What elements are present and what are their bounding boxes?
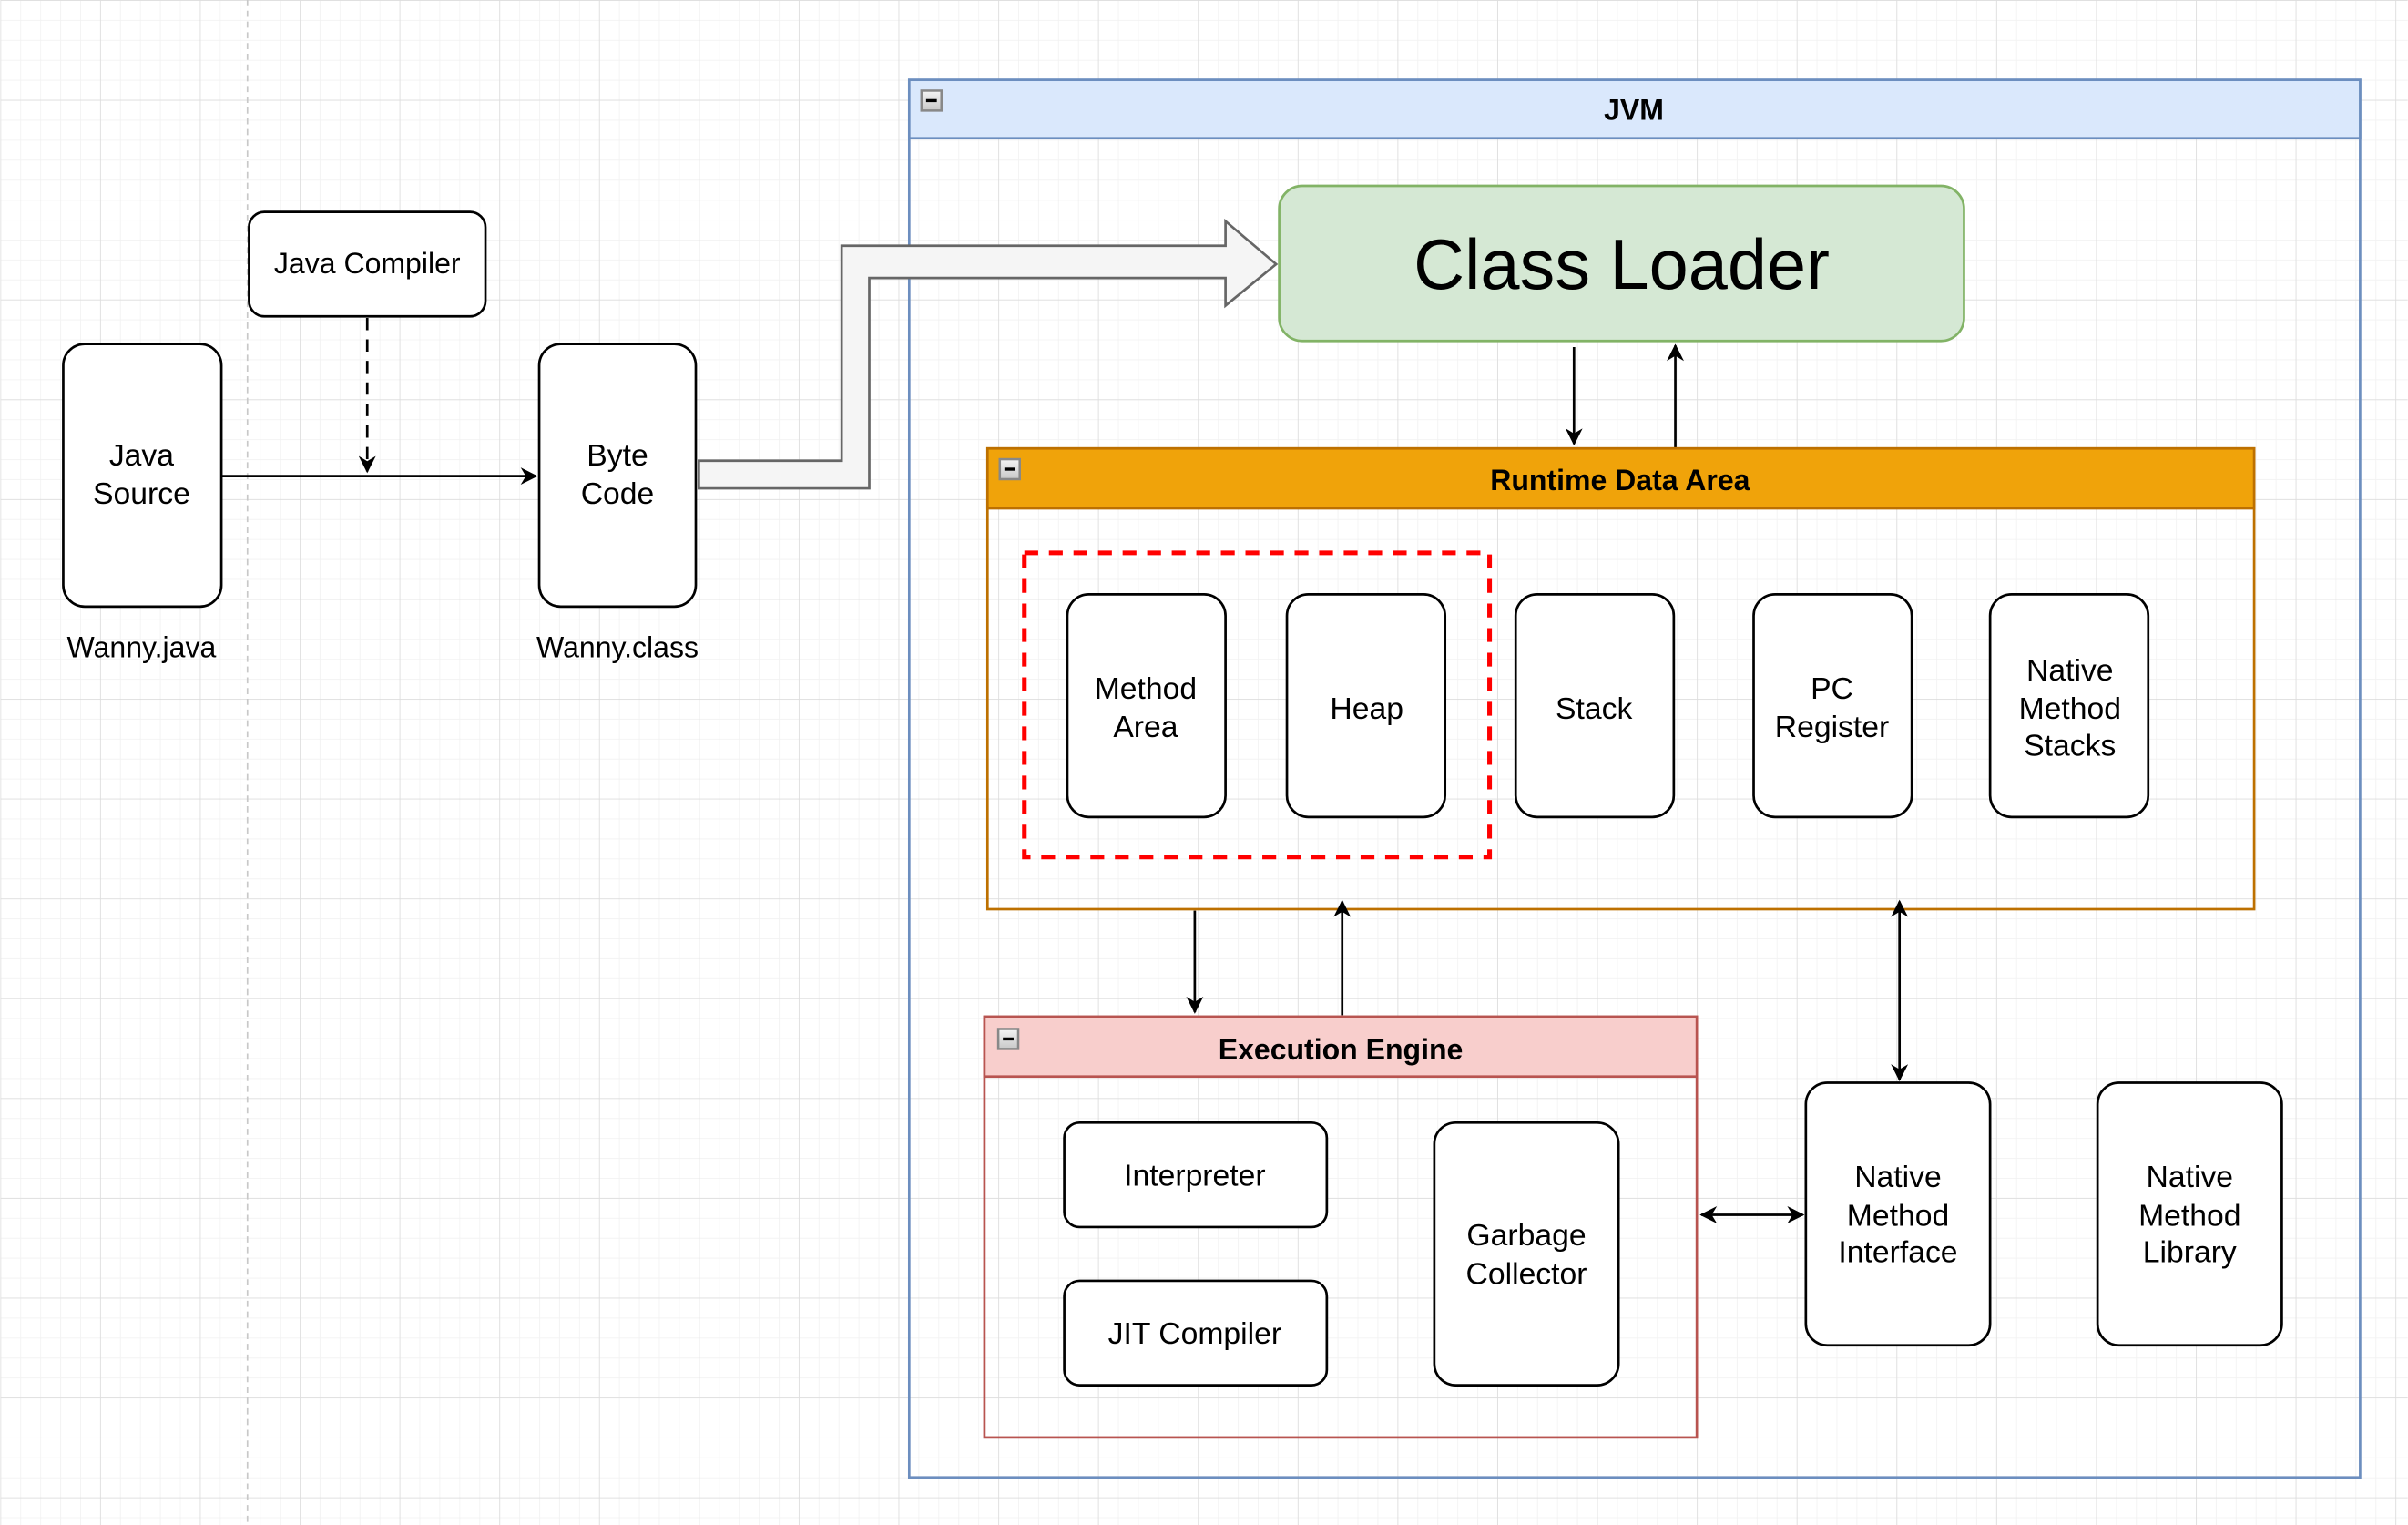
method-area-label-2: Area	[1113, 710, 1178, 744]
native-method-library-label-1: Native	[2147, 1160, 2234, 1194]
execution-engine-container[interactable]: Execution Engine	[983, 1015, 1699, 1439]
runtime-data-area-header	[985, 446, 2256, 510]
native-method-stacks-label-2: Method	[2019, 691, 2121, 726]
native-method-interface-label-2: Method	[1847, 1198, 1949, 1233]
stack-node[interactable]: Stack	[1514, 593, 1676, 819]
native-method-interface-node[interactable]: Native Method Interface	[1804, 1081, 1992, 1347]
byte-code-node[interactable]: Byte Code	[537, 343, 698, 609]
byte-code-caption: Wanny.class	[536, 631, 699, 664]
jit-compiler-node[interactable]: JIT Compiler	[1063, 1279, 1329, 1387]
jit-compiler-label: JIT Compiler	[1108, 1316, 1281, 1351]
garbage-collector-label-2: Collector	[1466, 1256, 1587, 1291]
native-method-library-label-3: Library	[2143, 1235, 2237, 1270]
jvm-collapse-icon[interactable]	[920, 89, 943, 112]
method-area-label-1: Method	[1095, 671, 1197, 706]
garbage-collector-node[interactable]: Garbage Collector	[1433, 1121, 1620, 1387]
java-source-caption: Wanny.java	[67, 631, 217, 664]
heap-label: Heap	[1330, 691, 1403, 726]
runtime-collapse-icon[interactable]	[998, 457, 1021, 481]
java-source-label-1: Java	[109, 438, 174, 473]
java-compiler-node[interactable]: Java Compiler	[248, 210, 487, 318]
native-method-stacks-node[interactable]: Native Method Stacks	[1988, 593, 2150, 819]
java-compiler-label: Java Compiler	[274, 247, 461, 280]
byte-code-label-1: Byte	[587, 438, 648, 473]
garbage-collector-label-1: Garbage	[1466, 1218, 1586, 1253]
java-source-label-2: Source	[93, 476, 190, 511]
interpreter-label: Interpreter	[1124, 1158, 1265, 1192]
heap-method-highlight	[1022, 550, 1493, 860]
execution-engine-title: Execution Engine	[1219, 1033, 1464, 1066]
pc-register-node[interactable]: PC Register	[1752, 593, 1913, 819]
native-method-library-node[interactable]: Native Method Library	[2096, 1081, 2283, 1347]
heap-node[interactable]: Heap	[1285, 593, 1447, 819]
class-loader-label: Class Loader	[1413, 226, 1830, 304]
pc-register-label-1: PC	[1811, 671, 1853, 706]
class-loader-node[interactable]: Class Loader	[1278, 184, 1965, 343]
byte-code-label-2: Code	[581, 476, 655, 511]
jvm-header	[907, 78, 2362, 140]
native-method-interface-label-3: Interface	[1838, 1235, 1957, 1270]
pc-register-label-2: Register	[1775, 710, 1889, 744]
runtime-data-area-container[interactable]: Runtime Data Area	[985, 446, 2256, 911]
interpreter-node[interactable]: Interpreter	[1063, 1121, 1329, 1229]
native-method-stacks-label-3: Stacks	[2024, 728, 2116, 762]
load-block-arrow[interactable]	[698, 218, 1279, 490]
jvm-container[interactable]: JVM	[907, 78, 2362, 1479]
native-method-library-label-2: Method	[2138, 1198, 2240, 1233]
execution-engine-header	[983, 1015, 1699, 1079]
runtime-data-area-title: Runtime Data Area	[1490, 464, 1750, 496]
native-method-interface-label-1: Native	[1854, 1160, 1942, 1194]
stack-label: Stack	[1556, 691, 1632, 726]
native-method-stacks-label-1: Native	[2026, 653, 2114, 688]
method-area-node[interactable]: Method Area	[1066, 593, 1227, 819]
engine-collapse-icon[interactable]	[996, 1028, 1020, 1050]
jvm-title: JVM	[1604, 93, 1664, 126]
java-source-node[interactable]: Java Source	[62, 343, 223, 609]
